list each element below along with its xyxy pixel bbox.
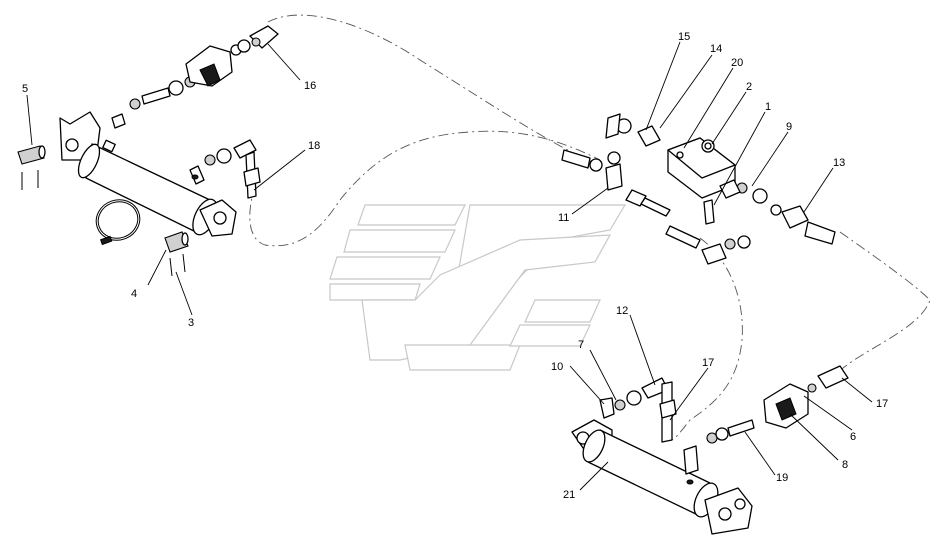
callout-13: 13	[833, 157, 845, 169]
callout-21: 21	[563, 489, 575, 501]
control-valve-assembly	[605, 113, 836, 245]
callout-6: 6	[850, 431, 856, 443]
callout-10: 10	[551, 361, 563, 373]
callout-18: 18	[308, 140, 320, 152]
callout-5: 5	[22, 83, 28, 95]
callout-11: 11	[558, 212, 569, 224]
hose-clamp	[95, 199, 141, 246]
fitting-18	[204, 139, 261, 199]
callout-9: 9	[786, 121, 792, 133]
callout-1: 1	[765, 101, 771, 113]
callout-15: 15	[678, 31, 690, 43]
callout-20: 20	[731, 57, 743, 69]
upper-cylinder-assembly	[59, 111, 237, 237]
callout-14: 14	[710, 43, 722, 55]
lower-fittings	[614, 365, 849, 444]
callout-7: 7	[578, 339, 584, 351]
lower-cylinder-assembly	[571, 397, 753, 535]
fitting-11	[561, 149, 751, 265]
pin-5	[17, 145, 46, 190]
clevis-pin-hole	[65, 138, 79, 152]
watermark-logo	[329, 204, 627, 371]
upper-cylinder-barrel	[85, 143, 211, 235]
upper-hose-line	[111, 25, 279, 129]
callout-19: 19	[776, 472, 788, 484]
callout-8: 8	[842, 459, 848, 471]
hose-routing	[249, 14, 931, 441]
leader-lines	[26, 41, 873, 491]
callout-17-right: 17	[876, 398, 888, 410]
callout-16: 16	[304, 80, 316, 92]
rod-eye-hole	[213, 211, 227, 225]
callout-2: 2	[746, 81, 752, 93]
callout-labels: 5 4 3 16 18 15 14 20 2 1 9 13 11 12 7 10…	[22, 31, 888, 501]
callout-4: 4	[131, 288, 137, 300]
callout-17-lower: 17	[702, 357, 714, 369]
callout-12: 12	[616, 305, 628, 317]
pin-4	[164, 231, 189, 277]
lower-cylinder-barrel	[587, 429, 713, 517]
callout-3: 3	[188, 317, 194, 329]
